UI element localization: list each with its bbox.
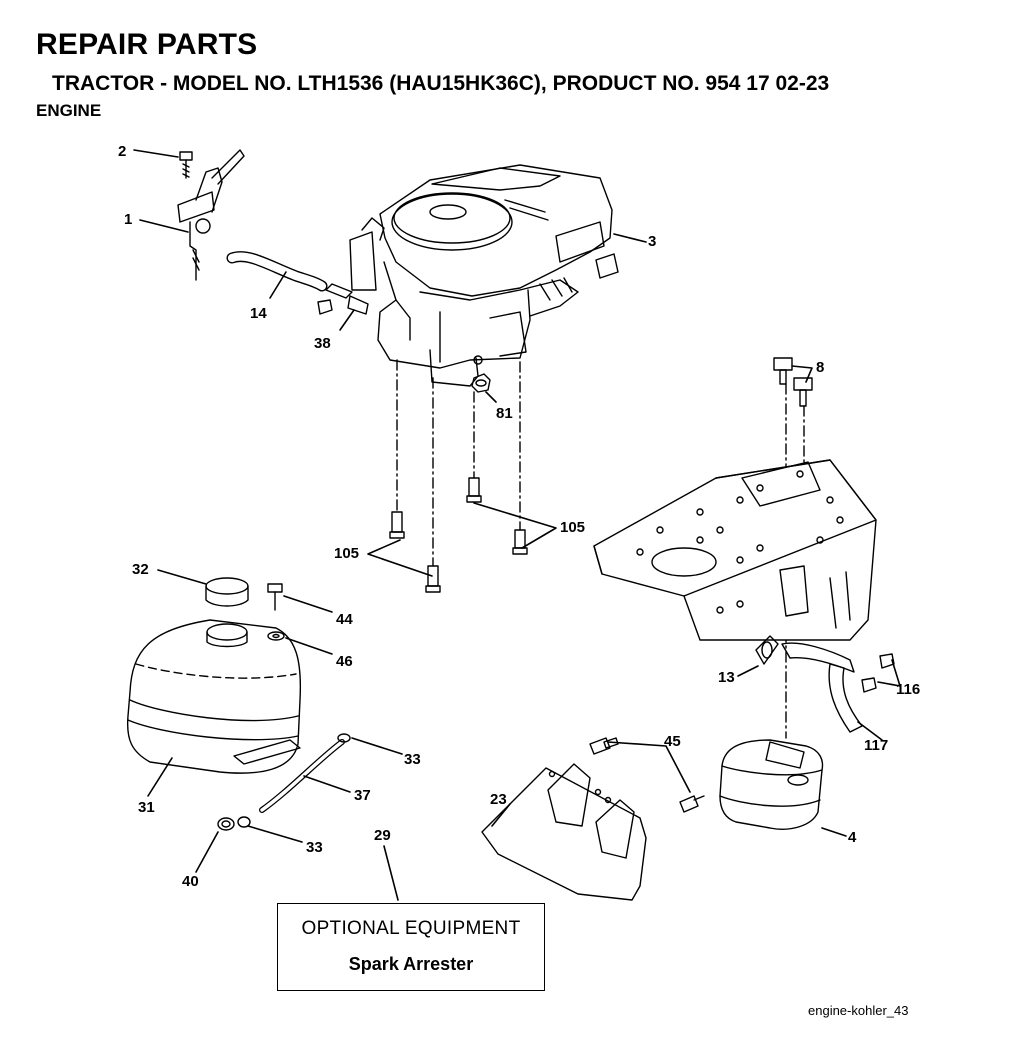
callout-32: 32: [132, 561, 149, 578]
optional-equipment-title: OPTIONAL EQUIPMENT: [301, 918, 521, 939]
callout-37: 37: [354, 787, 371, 804]
callout-105-right: 105: [560, 519, 585, 536]
fuel-filter-part-40: [217, 817, 235, 831]
frame-plate: [593, 459, 877, 641]
bolt-part-8: [773, 357, 813, 407]
callout-31: 31: [138, 799, 155, 816]
callout-44: 44: [336, 611, 353, 628]
callout-2: 2: [118, 143, 126, 160]
callout-38: 38: [314, 335, 331, 352]
callout-4: 4: [848, 829, 857, 846]
throttle-control-part: [177, 149, 245, 281]
callout-leader-lines: [133, 149, 901, 901]
callout-116: 116: [896, 681, 920, 698]
hose-clamp-part-33: [237, 733, 351, 828]
callout-8: 8: [816, 359, 824, 376]
screw-part-2: [179, 151, 193, 179]
image-reference-label: engine-kohler_43: [808, 1003, 909, 1018]
optional-equipment-box: OPTIONAL EQUIPMENT Spark Arrester: [277, 903, 545, 991]
section-heading: ENGINE: [36, 101, 102, 120]
washer-part-46: [267, 631, 285, 641]
callout-labels: 2 1 3 14 38 81 8 105 105 32 44 46 13 116…: [118, 143, 920, 890]
model-subtitle: TRACTOR - MODEL NO. LTH1536 (HAU15HK36C)…: [52, 72, 830, 95]
fuel-line-part-14: [226, 251, 369, 315]
fuel-line-part-37: [259, 739, 345, 813]
callout-33-top: 33: [404, 751, 421, 768]
fuel-tank-part-31: [126, 619, 302, 774]
nut-part-116: [861, 653, 895, 693]
callout-45: 45: [664, 733, 681, 750]
callout-117: 117: [864, 737, 888, 754]
bolt-part-105: [389, 477, 528, 593]
callout-1: 1: [124, 211, 132, 228]
callout-40: 40: [182, 873, 199, 890]
spark-arrester-label: Spark Arrester: [348, 954, 474, 974]
callout-105-left: 105: [334, 545, 359, 562]
callout-3: 3: [648, 233, 656, 250]
callout-23: 23: [490, 791, 507, 808]
screw-part-44: [267, 583, 283, 611]
engine-assembly: [349, 164, 619, 387]
screw-part-45: [589, 737, 705, 813]
callout-46: 46: [336, 653, 353, 670]
muffler-part-4: [719, 739, 824, 830]
callout-81: 81: [496, 405, 513, 422]
spark-arrester-plate-part-23: [481, 763, 647, 901]
gasket-part-13: [755, 635, 779, 665]
callout-13: 13: [718, 669, 735, 686]
exhaust-pipe-part-117: [781, 642, 863, 733]
callout-33-bottom: 33: [306, 839, 323, 856]
page-title: REPAIR PARTS: [36, 28, 258, 61]
fuel-cap-part-32: [205, 577, 249, 607]
nut-part-81: [471, 373, 491, 393]
callout-14: 14: [250, 305, 267, 322]
callout-29: 29: [374, 827, 391, 844]
